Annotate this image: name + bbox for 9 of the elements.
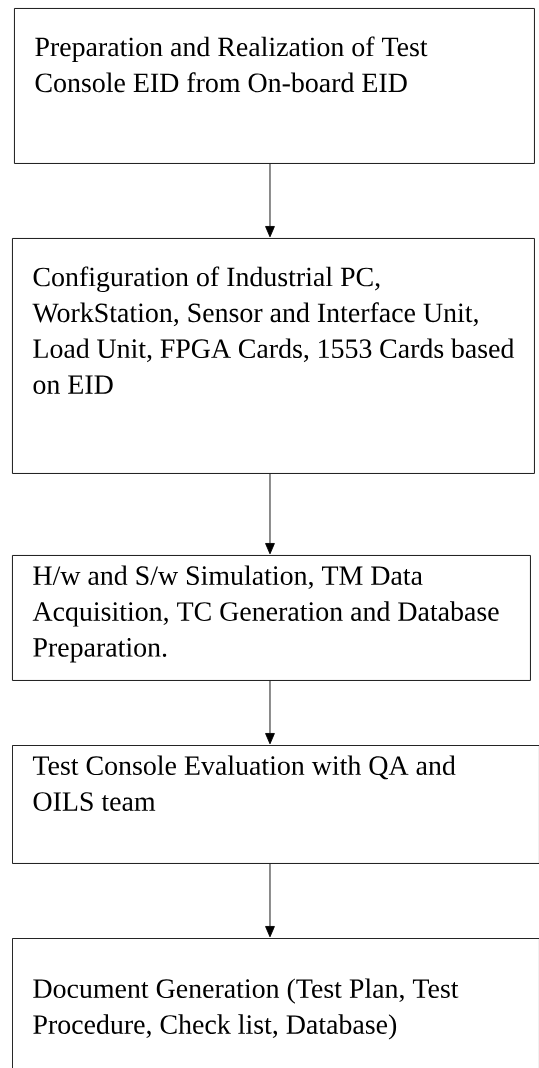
process-box: Preparation and Realization of Test Console EID from On-board EID xyxy=(14,8,535,164)
arrow xyxy=(265,473,275,555)
process-box: H/w and S/w Simulation, TM Data Acquisition, TC Generation and Database Preparation. xyxy=(12,555,531,681)
arrow xyxy=(265,163,275,238)
process-box: Configuration of Industrial PC, WorkStation, Sensor and Interface Unit, Load Unit, FPGA Cards, 1553 Cards based on EID xyxy=(12,238,535,474)
process-box: Test Console Evaluation with QA and OILS team xyxy=(12,745,539,864)
arrow xyxy=(265,863,275,938)
arrow xyxy=(265,680,275,745)
process-box: Document Generation (Test Plan, Test Procedure, Check list, Database) xyxy=(12,938,539,1068)
